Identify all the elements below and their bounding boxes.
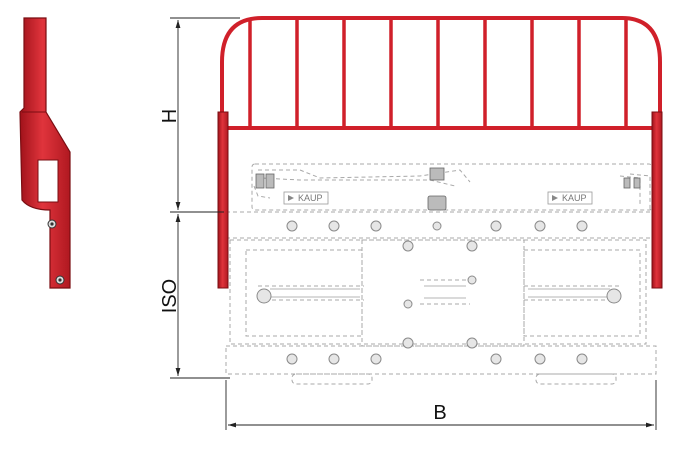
load-backrest bbox=[217, 16, 663, 289]
kaup-logo-left: KAUP bbox=[283, 191, 329, 205]
dimension-lines bbox=[170, 17, 657, 430]
height-label: H bbox=[159, 109, 181, 123]
backrest-frame bbox=[220, 16, 662, 126]
fork-carriage-ghost bbox=[225, 163, 657, 385]
svg-text:KAUP: KAUP bbox=[298, 193, 323, 203]
backrest-leg-left bbox=[217, 111, 229, 289]
side-view-slot bbox=[37, 159, 59, 203]
cylinder-rods bbox=[270, 285, 610, 299]
width-label: B bbox=[433, 402, 446, 424]
side-view-arm bbox=[19, 17, 71, 289]
hose-fittings bbox=[255, 167, 641, 211]
backrest-leg-right bbox=[651, 111, 663, 289]
iso-label: ISO bbox=[159, 279, 181, 313]
carriage-bolts bbox=[256, 220, 622, 365]
kaup-logo-right: KAUP bbox=[547, 191, 593, 205]
svg-text:KAUP: KAUP bbox=[562, 193, 587, 203]
backrest-bars bbox=[248, 18, 628, 128]
